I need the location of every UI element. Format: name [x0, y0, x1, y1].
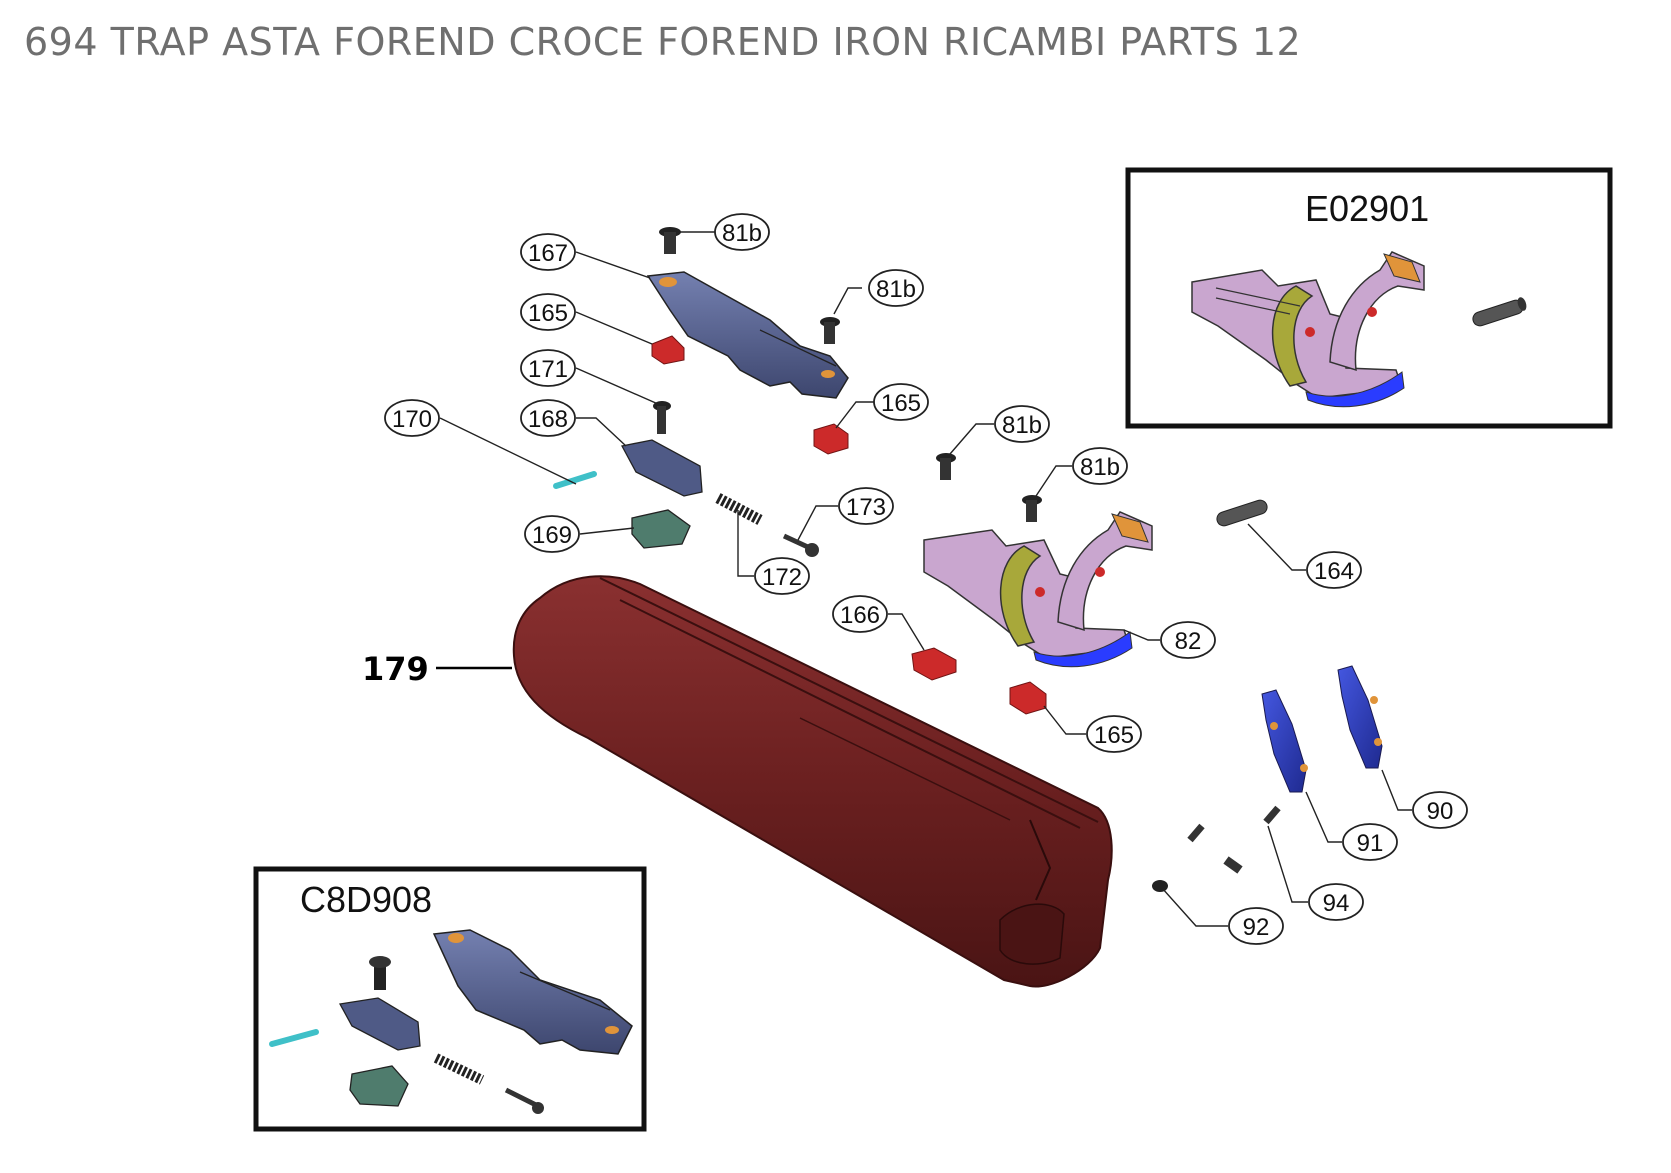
- svg-text:81b: 81b: [1080, 454, 1120, 481]
- callout-168: 168: [520, 399, 627, 447]
- callout-167: 167: [520, 233, 651, 279]
- svg-text:82: 82: [1175, 628, 1202, 655]
- callout-171: 171: [520, 349, 659, 405]
- page-title: 694 TRAP ASTA FOREND CROCE FOREND IRON R…: [24, 20, 1302, 64]
- pin-164-icon: [1216, 499, 1268, 527]
- callout-165-lower: 165: [1043, 705, 1142, 753]
- svg-text:169: 169: [532, 522, 572, 549]
- nut-165-lower-icon: [1009, 681, 1047, 715]
- screw-81b-iron-upper-icon: [936, 453, 956, 480]
- svg-text:81b: 81b: [722, 220, 762, 247]
- svg-text:172: 172: [762, 564, 802, 591]
- callout-173: 173: [797, 487, 894, 541]
- callout-82: 82: [1123, 621, 1216, 659]
- nut-165-upper-icon: [651, 335, 685, 365]
- callout-170: 170: [384, 399, 577, 485]
- pin-small-icon: [1223, 856, 1243, 874]
- callout-81b-top: 81b: [676, 213, 770, 251]
- lever-90-icon: [1337, 665, 1383, 769]
- screw-94-icon: [1187, 805, 1281, 843]
- pin-170-icon: [553, 471, 597, 489]
- screw-81b-iron-lower-icon: [1022, 495, 1042, 522]
- svg-text:179: 179: [362, 650, 429, 688]
- svg-text:167: 167: [528, 240, 568, 267]
- callout-165-upper: 165: [520, 293, 653, 345]
- callout-91: 91: [1305, 791, 1398, 861]
- screw-171-icon: [653, 401, 671, 434]
- inset-label-c8d908: C8D908: [300, 879, 432, 920]
- callout-172: 172: [737, 510, 810, 595]
- inset-box-e02901: E02901: [1125, 167, 1613, 429]
- svg-text:165: 165: [1094, 722, 1134, 749]
- forend-iron-82: [923, 511, 1153, 668]
- lever-91-icon: [1261, 689, 1308, 793]
- screw-81b-top-icon: [659, 227, 681, 254]
- svg-text:165: 165: [881, 390, 921, 417]
- screw-81b-slide-icon: [820, 317, 840, 344]
- callout-81b-iron-upper: 81b: [949, 405, 1050, 455]
- nut-165-middle-icon: [813, 423, 849, 455]
- svg-text:166: 166: [840, 602, 880, 629]
- svg-text:91: 91: [1357, 830, 1384, 857]
- spring-172-icon: [715, 493, 763, 525]
- forend-iron-slide: [646, 271, 849, 399]
- svg-text:171: 171: [528, 356, 568, 383]
- svg-text:90: 90: [1427, 798, 1454, 825]
- inset-label-e02901: E02901: [1305, 188, 1429, 229]
- plunger-173-icon: [782, 533, 819, 557]
- callout-164: 164: [1247, 523, 1362, 589]
- callout-165-middle: 165: [835, 383, 929, 429]
- callout-169: 169: [524, 515, 635, 553]
- svg-text:168: 168: [528, 406, 568, 433]
- inset-iron-assembly: [1191, 251, 1425, 408]
- inset-pin-icon: [1472, 297, 1527, 327]
- svg-text:173: 173: [846, 494, 886, 521]
- svg-text:81b: 81b: [876, 276, 916, 303]
- callout-166: 166: [832, 595, 925, 651]
- svg-text:81b: 81b: [1002, 412, 1042, 439]
- callout-92: 92: [1161, 887, 1284, 945]
- svg-text:94: 94: [1323, 890, 1350, 917]
- forend-wood-body: [512, 575, 1113, 988]
- callout-81b-slide: 81b: [833, 269, 924, 315]
- screw-92-icon: [1152, 880, 1168, 892]
- latch-block-168: [621, 439, 703, 497]
- svg-text:164: 164: [1314, 558, 1354, 585]
- svg-text:170: 170: [392, 406, 432, 433]
- callout-90: 90: [1381, 769, 1468, 829]
- callout-81b-iron-lower: 81b: [1035, 447, 1128, 497]
- callout-179: 179: [362, 650, 512, 688]
- svg-text:92: 92: [1243, 914, 1270, 941]
- nut-166-icon: [911, 647, 957, 681]
- svg-text:165: 165: [528, 300, 568, 327]
- inset-box-c8d908: C8D908: [253, 866, 647, 1132]
- callout-94: 94: [1267, 825, 1364, 921]
- inset-slide-assembly: [269, 929, 633, 1114]
- latch-169-icon: [631, 509, 691, 549]
